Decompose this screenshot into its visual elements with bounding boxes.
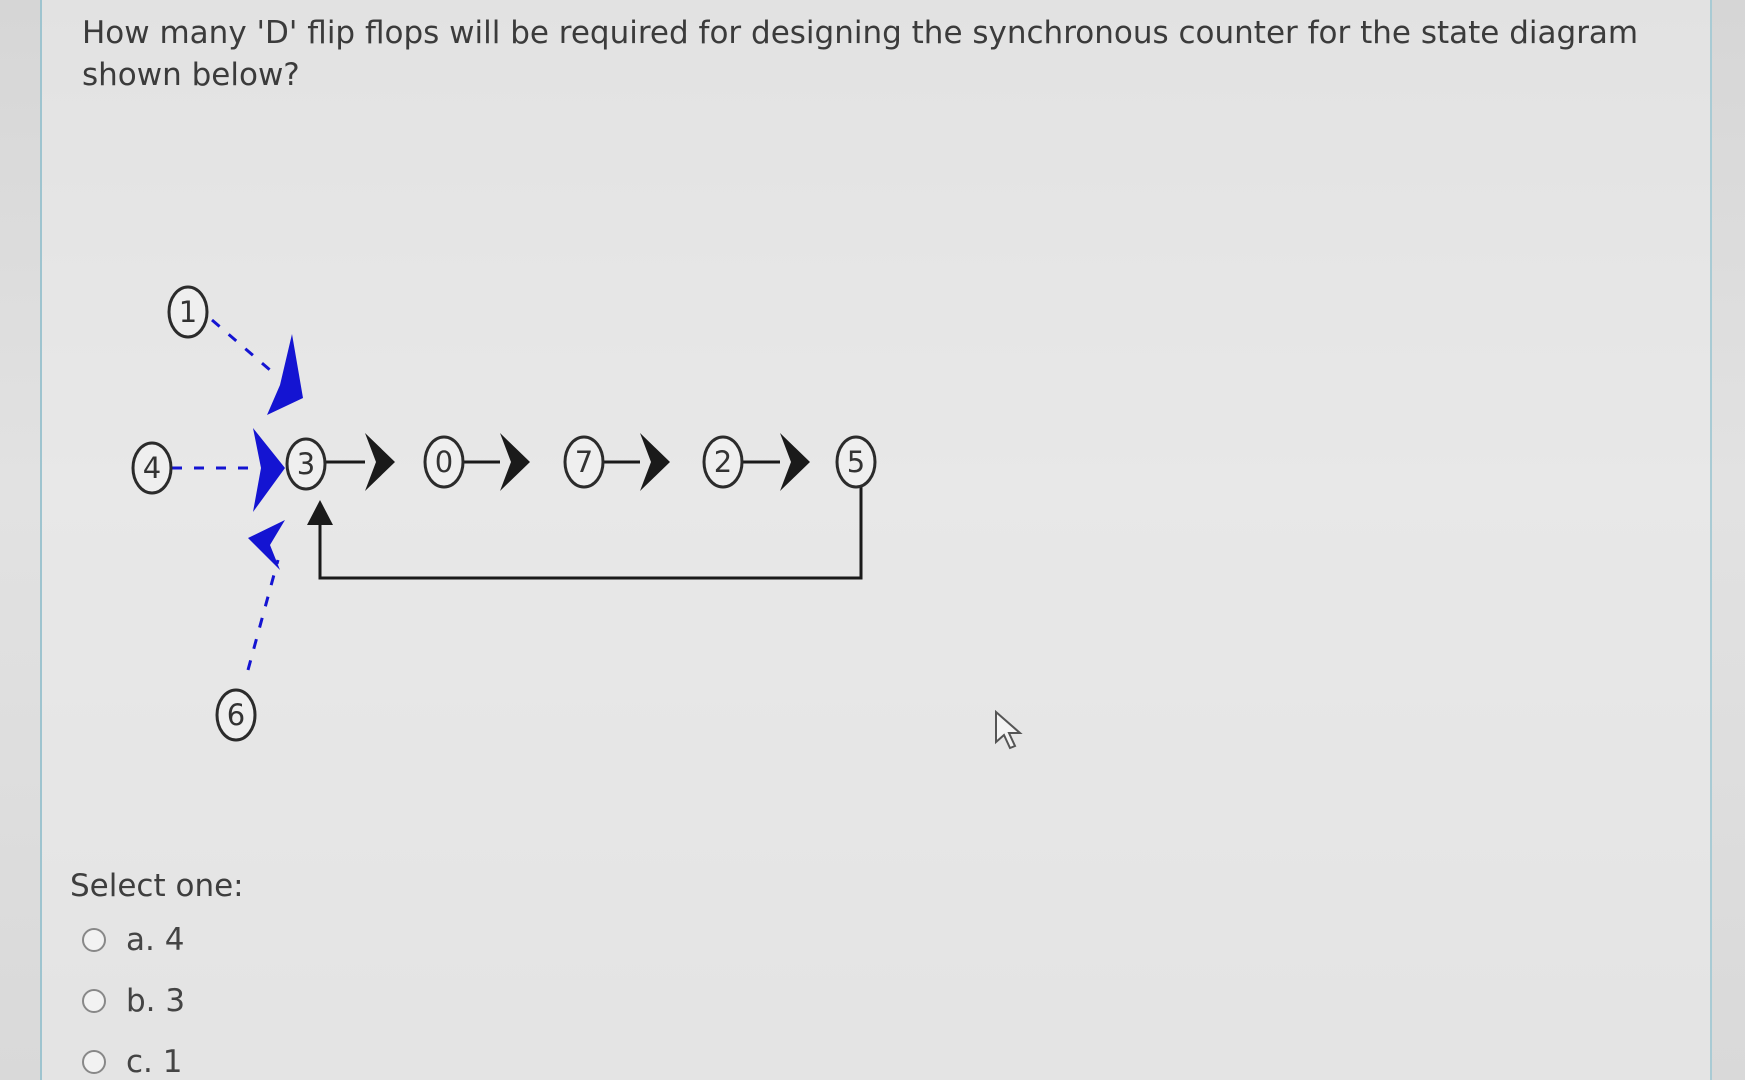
radio-c[interactable] [82,1050,106,1074]
svg-text:4: 4 [143,451,161,485]
state-nodes: 1 4 3 0 7 2 5 [131,285,877,742]
state-node-6: 6 [215,688,257,742]
option-a[interactable]: a. 4 [82,920,184,960]
svg-text:0: 0 [435,445,453,479]
mouse-pointer-icon [995,710,1023,750]
state-node-0: 0 [423,435,465,489]
select-one-label: Select one: [70,868,244,904]
entry-arrowheads [248,334,303,570]
arrowhead-feedback-to-3 [307,500,333,525]
radio-b[interactable] [82,989,106,1013]
radio-a[interactable] [82,928,106,952]
svg-text:7: 7 [575,445,593,479]
question-text: How many 'D' flip flops will be required… [82,15,1639,93]
entry-dashed-lines [172,318,280,671]
arrowhead-to-2 [640,433,670,491]
state-node-1: 1 [167,285,209,339]
main-chain-arrowheads [307,433,810,525]
svg-text:6: 6 [227,698,245,732]
dashed-1-to-3 [211,318,271,372]
arrowhead-to-5 [780,433,810,491]
svg-text:2: 2 [714,445,732,479]
state-node-3: 3 [285,437,327,491]
dashed-6-to-3 [246,559,280,671]
blue-arrowhead-from-1 [267,334,303,415]
state-node-7: 7 [563,435,605,489]
option-c-label: c. 1 [126,1044,183,1080]
option-b-label: b. 3 [126,983,186,1019]
main-chain-lines [318,460,863,580]
svg-text:1: 1 [179,295,197,329]
state-node-4: 4 [131,441,173,495]
option-c[interactable]: c. 1 [82,1042,182,1080]
option-a-label: a. 4 [126,922,185,958]
svg-text:3: 3 [297,447,315,481]
blue-arrowhead-from-6 [248,520,285,570]
blue-arrowhead-from-4 [253,428,285,512]
arrowhead-to-0 [365,433,395,491]
state-node-5: 5 [835,435,877,489]
option-b[interactable]: b. 3 [82,981,185,1021]
feedback-line-5-to-3 [318,485,863,580]
arrowhead-to-7 [500,433,530,491]
svg-text:5: 5 [847,445,865,479]
state-node-2: 2 [702,435,744,489]
state-diagram: 1 4 3 0 7 2 5 [131,285,877,742]
